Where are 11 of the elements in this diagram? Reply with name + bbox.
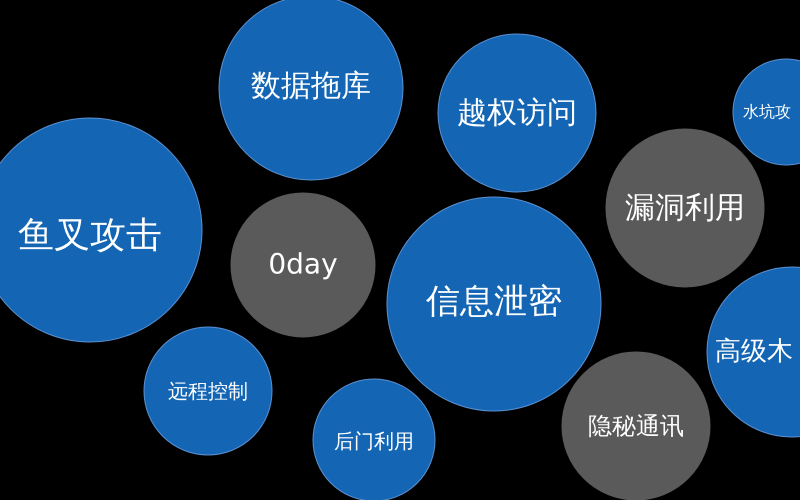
bubble-label: 高级木: [715, 338, 793, 366]
bubble-label: 鱼叉攻击: [18, 216, 162, 256]
bubble-label: 0day: [268, 250, 338, 280]
bubble-label: 漏洞利用: [625, 192, 745, 224]
bubble-label: 隐秘通讯: [588, 412, 684, 440]
bubble-label: 水坑攻: [743, 103, 791, 121]
bubble-label: 数据拖库: [251, 70, 371, 102]
bubble-label: 越权访问: [457, 96, 577, 130]
bubble-label: 信息泄密: [426, 283, 562, 321]
bubble-label: 远程控制: [168, 380, 248, 402]
bubble-label: 后门利用: [334, 430, 414, 452]
